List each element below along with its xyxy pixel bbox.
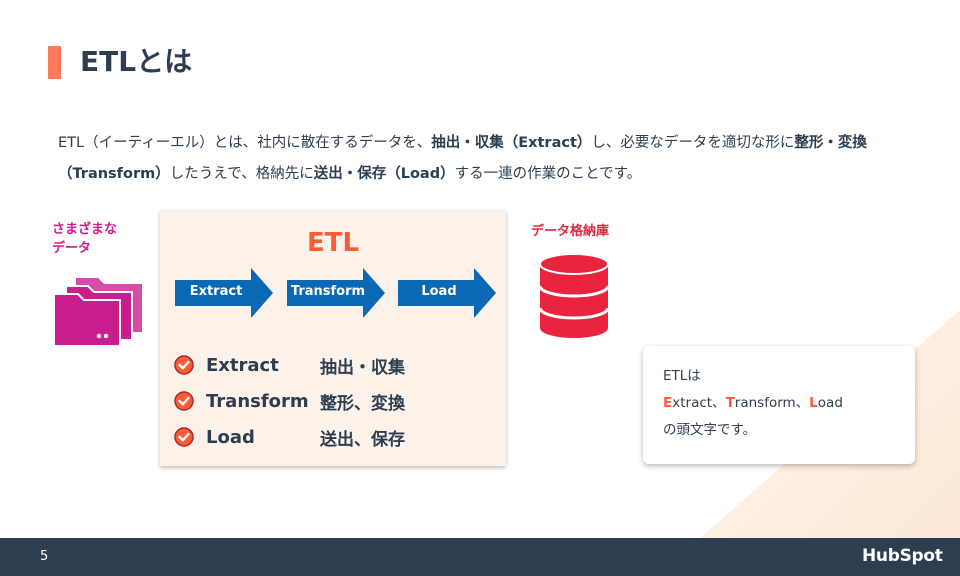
etl-panel: ETL Extract Transform Load Extract 抽出・収集… [160, 210, 506, 466]
footer-bar: 5 HubSpot [0, 538, 960, 576]
check-circle-icon [174, 391, 194, 411]
arrow-right-icon [287, 268, 385, 318]
step-jp: 抽出・収集 [320, 357, 405, 378]
step-en: Extract [206, 354, 279, 376]
step-jp: 整形、変換 [320, 393, 405, 414]
arrow-label: Load [421, 284, 457, 299]
arrow-label: Transform [290, 284, 366, 299]
intro-text: する一連の作業のことです。 [454, 166, 642, 182]
step-row: Load 送出、保存 [174, 424, 405, 450]
intro-bold: （Transform） [58, 166, 170, 182]
intro-text: ETL（イーティーエル）とは、社内に散在するデータを、 [58, 135, 432, 151]
step-en: Load [206, 426, 255, 448]
check-circle-icon [174, 427, 194, 447]
step-en: Transform [206, 390, 309, 412]
source-data-label: さまざまな データ [52, 222, 118, 256]
intro-bold: 抽出・収集（Extract） [431, 135, 592, 151]
hubspot-logo: HubSpot [862, 546, 943, 566]
intro-bold: 送出・保存（Load） [313, 166, 455, 182]
note-highlight: E [663, 395, 673, 411]
title-accent-bar [48, 46, 61, 79]
arrow-right-icon [398, 268, 496, 318]
intro-paragraph: ETL（イーティーエル）とは、社内に散在するデータを、抽出・収集（Extract… [58, 128, 908, 190]
check-circle-icon [174, 355, 194, 375]
arrow-label: Extract [189, 284, 243, 299]
note-line: ETLは [663, 368, 701, 384]
etl-title: ETL [306, 228, 360, 258]
database-icon [538, 253, 610, 338]
note-card: ETLは Extract、Transform、Load の頭文字です。 [643, 346, 915, 464]
intro-text: したうえで、格納先に [169, 166, 314, 182]
note-line: の頭文字です。 [663, 422, 757, 438]
arrow-load: Load [398, 268, 498, 318]
folder-stack-icon [53, 278, 142, 347]
step-row: Extract 抽出・収集 [174, 352, 405, 378]
arrow-extract: Extract [175, 268, 275, 318]
step-jp: 送出、保存 [320, 429, 405, 450]
step-row: Transform 整形、変換 [174, 388, 405, 414]
arrow-transform: Transform [287, 268, 387, 318]
intro-text: し、必要なデータを適切な形に [591, 135, 795, 151]
note-highlight: L [809, 395, 818, 411]
page-number: 5 [40, 549, 49, 564]
intro-bold: 整形・変換 [794, 135, 867, 151]
arrow-right-icon [175, 268, 273, 318]
target-label: データ格納庫 [531, 224, 610, 239]
note-highlight: T [725, 395, 735, 411]
page-title: ETLとは [80, 45, 193, 78]
note-line: Extract、Transform、Load [663, 395, 843, 411]
